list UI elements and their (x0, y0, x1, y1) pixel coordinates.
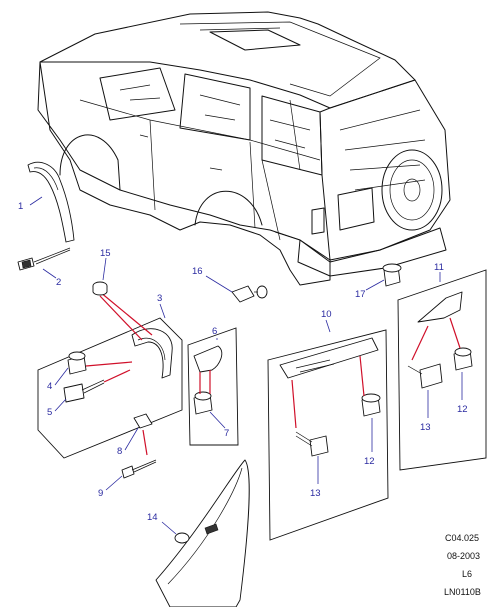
panel-group-3 (37, 291, 183, 459)
clip-15 (92, 281, 108, 296)
screw-13a (295, 431, 329, 457)
callout-12a: 12 (364, 456, 375, 467)
callout-9: 9 (98, 488, 103, 499)
retainer-8 (133, 413, 153, 429)
callout-11: 11 (434, 262, 444, 273)
callout-15: 15 (100, 248, 111, 259)
callout-16: 16 (192, 266, 203, 277)
callout-2: 2 (56, 277, 61, 288)
callout-1: 1 (18, 201, 23, 212)
screw-13b (407, 363, 443, 389)
panel-group-10 (267, 319, 389, 541)
callout-4: 4 (47, 381, 52, 392)
clip-nut-12a (361, 393, 381, 417)
clip-nut-4 (67, 351, 87, 375)
callout-6: 6 (212, 326, 217, 337)
callout-13a: 13 (310, 488, 321, 499)
rivet-9 (121, 459, 157, 479)
callout-7: 7 (224, 428, 229, 439)
mudflap (155, 459, 250, 607)
screw-item-2 (17, 247, 71, 271)
callout-17: 17 (355, 289, 366, 300)
callout-14: 14 (147, 512, 158, 523)
footer-ref: LN0110B (444, 587, 481, 597)
clip-nut-12b (453, 347, 473, 371)
push-clip-16 (231, 285, 268, 303)
callout-5: 5 (47, 407, 52, 418)
footer-section: L6 (462, 569, 472, 579)
callout-12b: 12 (457, 404, 468, 415)
clip-nut-7 (193, 391, 213, 415)
panel-group-11 (397, 269, 487, 471)
callout-13b: 13 (420, 422, 431, 433)
callout-8: 8 (117, 446, 122, 457)
vehicle-body (37, 11, 451, 286)
screw-5 (63, 379, 105, 403)
reference-footer: C04.025 08-2003 L6 LN0110B (444, 533, 481, 597)
clip-14 (174, 523, 219, 544)
footer-date: 08-2003 (447, 551, 480, 561)
callout-10: 10 (321, 309, 332, 320)
panel-group-6 (187, 327, 239, 446)
clip-nut-17 (382, 263, 402, 287)
callouts: 1 2 3 4 5 6 7 8 9 10 11 12 12 13 13 14 1… (18, 201, 468, 523)
callout-3: 3 (157, 293, 162, 304)
footer-code: C04.025 (445, 533, 479, 543)
wheel-arch-trim (27, 161, 75, 243)
